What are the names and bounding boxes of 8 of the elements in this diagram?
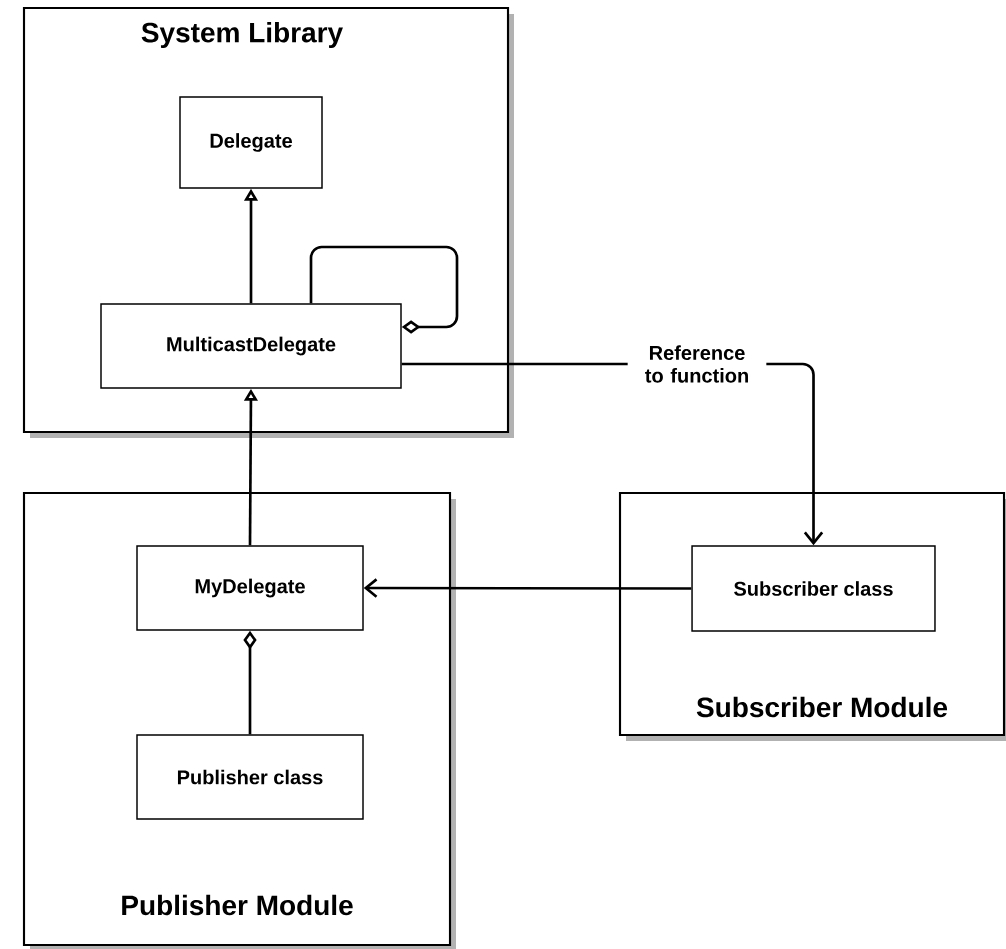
class-box: Subscriber class — [691, 545, 936, 632]
class-box: Publisher class — [136, 734, 364, 820]
aggregation-connector — [309, 245, 459, 334]
arrow — [363, 578, 692, 598]
class-box: Delegate — [179, 96, 323, 189]
class-box: MyDelegate — [136, 545, 364, 631]
edge-label: Reference to function — [627, 342, 767, 386]
class-box: MulticastDelegate — [100, 303, 402, 389]
